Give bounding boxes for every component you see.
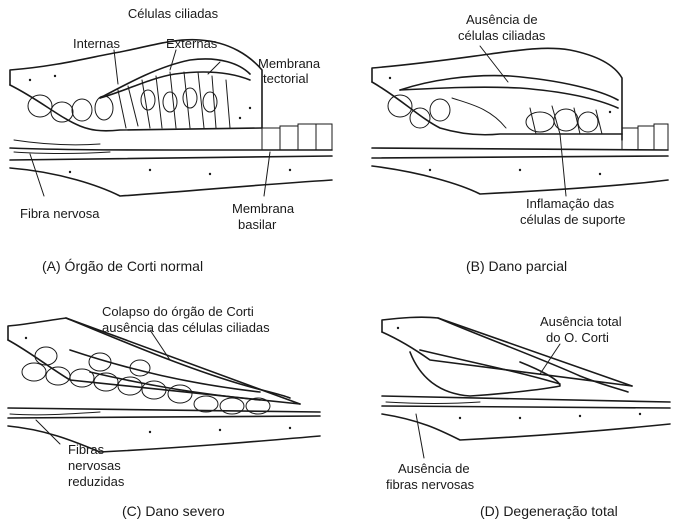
caption-total: (D) Degeneração total xyxy=(480,503,618,519)
organ-of-corti-total-degeneration-drawing xyxy=(382,317,670,458)
total-absence-label-2: do O. Corti xyxy=(546,330,609,345)
no-nerve-fibers-label-2: fibras nervosas xyxy=(386,477,474,492)
no-nerve-fibers-label-1: Ausência de xyxy=(398,461,470,476)
total-absence-label-1: Ausência total xyxy=(540,314,622,329)
